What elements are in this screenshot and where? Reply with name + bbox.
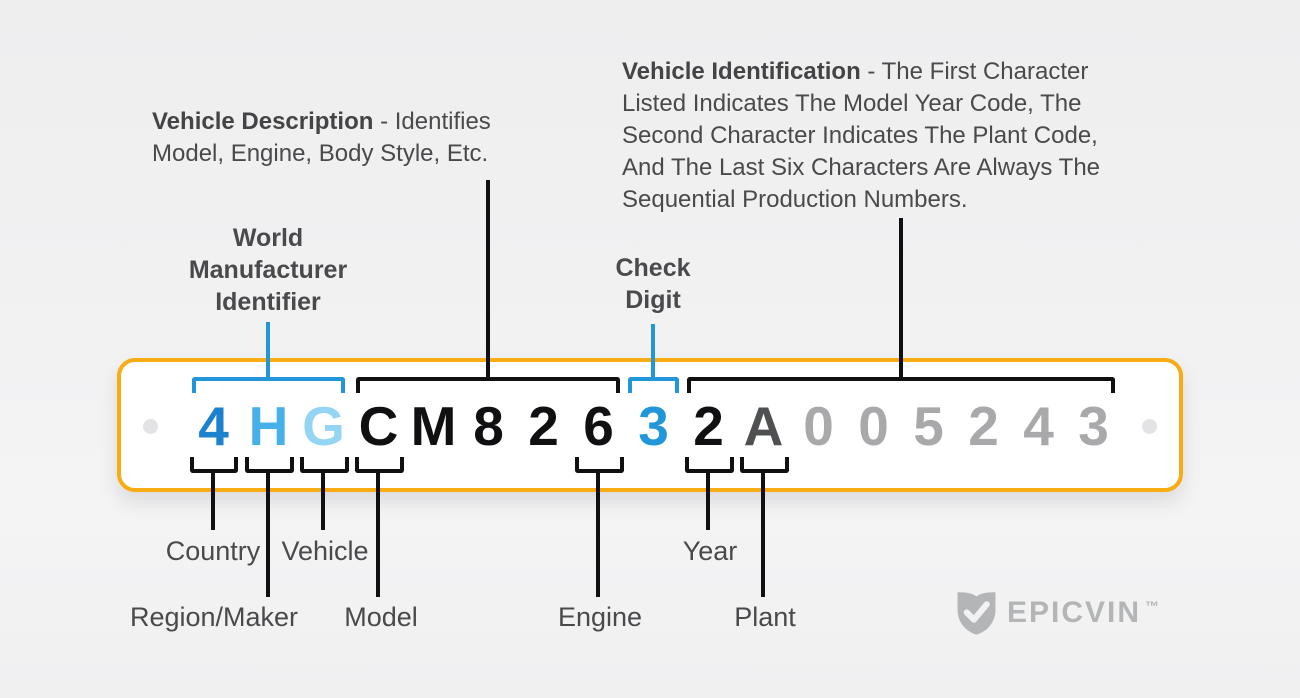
trademark-symbol: ™ bbox=[1145, 598, 1160, 614]
label-model: Model bbox=[344, 602, 418, 632]
vin-character: 2 bbox=[968, 395, 999, 457]
wmi-annotation: World Manufacturer Identifier bbox=[188, 224, 348, 316]
vin-character: 8 bbox=[473, 395, 504, 457]
vin-character: 2 bbox=[693, 395, 724, 457]
vin-character: 3 bbox=[1078, 395, 1109, 457]
vin-character: H bbox=[248, 395, 289, 457]
epicvin-wordmark: EPICVIN bbox=[1007, 596, 1142, 629]
model-line bbox=[376, 469, 380, 597]
plant-line bbox=[761, 469, 765, 597]
vehicle-identification-line1: Vehicle Identification - The First Chara… bbox=[622, 58, 1089, 85]
check-digit-annotation: Check Digit bbox=[615, 254, 691, 314]
vehicle-description-annotation: Vehicle Description - Identifies Model, … bbox=[152, 106, 491, 170]
vin-character: 2 bbox=[528, 395, 559, 457]
epicvin-logo: EPICVIN ™ bbox=[956, 590, 1159, 636]
label-plant: Plant bbox=[734, 602, 796, 632]
vehicle-identification-annotation: Vehicle Identification - The First Chara… bbox=[622, 58, 1101, 213]
label-country: Country bbox=[165, 536, 261, 566]
plate-right-dot bbox=[1142, 419, 1157, 434]
wmi-connector-line bbox=[266, 322, 270, 379]
vehicle-description-line1: Vehicle Description - Identifies bbox=[152, 108, 491, 135]
vin-character: 0 bbox=[803, 395, 834, 457]
vin-character: 6 bbox=[583, 395, 614, 457]
check-digit-bracket bbox=[628, 377, 679, 393]
vin-character: G bbox=[302, 395, 345, 457]
country-line bbox=[211, 469, 215, 530]
wmi-bracket bbox=[192, 377, 345, 393]
year-line bbox=[706, 469, 710, 530]
label-year: Year bbox=[682, 536, 738, 566]
vin-character: 5 bbox=[913, 395, 944, 457]
vehicle-description-connector-line bbox=[486, 180, 490, 379]
vin-character: M bbox=[410, 395, 457, 457]
vehicle-description-bracket bbox=[356, 377, 620, 393]
engine-line bbox=[596, 469, 600, 597]
vin-character: C bbox=[358, 395, 399, 457]
vin-character: 4 bbox=[198, 395, 229, 457]
label-engine: Engine bbox=[557, 602, 643, 632]
label-vehicle: Vehicle bbox=[281, 536, 369, 566]
shield-check-icon bbox=[957, 592, 996, 635]
vehicle-identification-connector-line bbox=[899, 218, 903, 379]
vehicle-identification-title: Vehicle Identification bbox=[622, 58, 861, 85]
check-digit-connector-line bbox=[651, 324, 655, 379]
vin-character: 0 bbox=[858, 395, 889, 457]
vin-character: 4 bbox=[1023, 395, 1054, 457]
vehicle-description-title: Vehicle Description bbox=[152, 108, 374, 135]
vehicle-identification-bracket bbox=[687, 377, 1115, 393]
vehicle-line bbox=[321, 469, 325, 530]
label-region-maker: Region/Maker bbox=[129, 602, 299, 632]
region-maker-line bbox=[266, 469, 270, 597]
vehicle-description-line2: Model, Engine, Body Style, Etc. bbox=[152, 140, 489, 167]
vin-character: A bbox=[743, 395, 784, 457]
vin-character: 3 bbox=[638, 395, 669, 457]
plate-left-dot bbox=[143, 419, 158, 434]
